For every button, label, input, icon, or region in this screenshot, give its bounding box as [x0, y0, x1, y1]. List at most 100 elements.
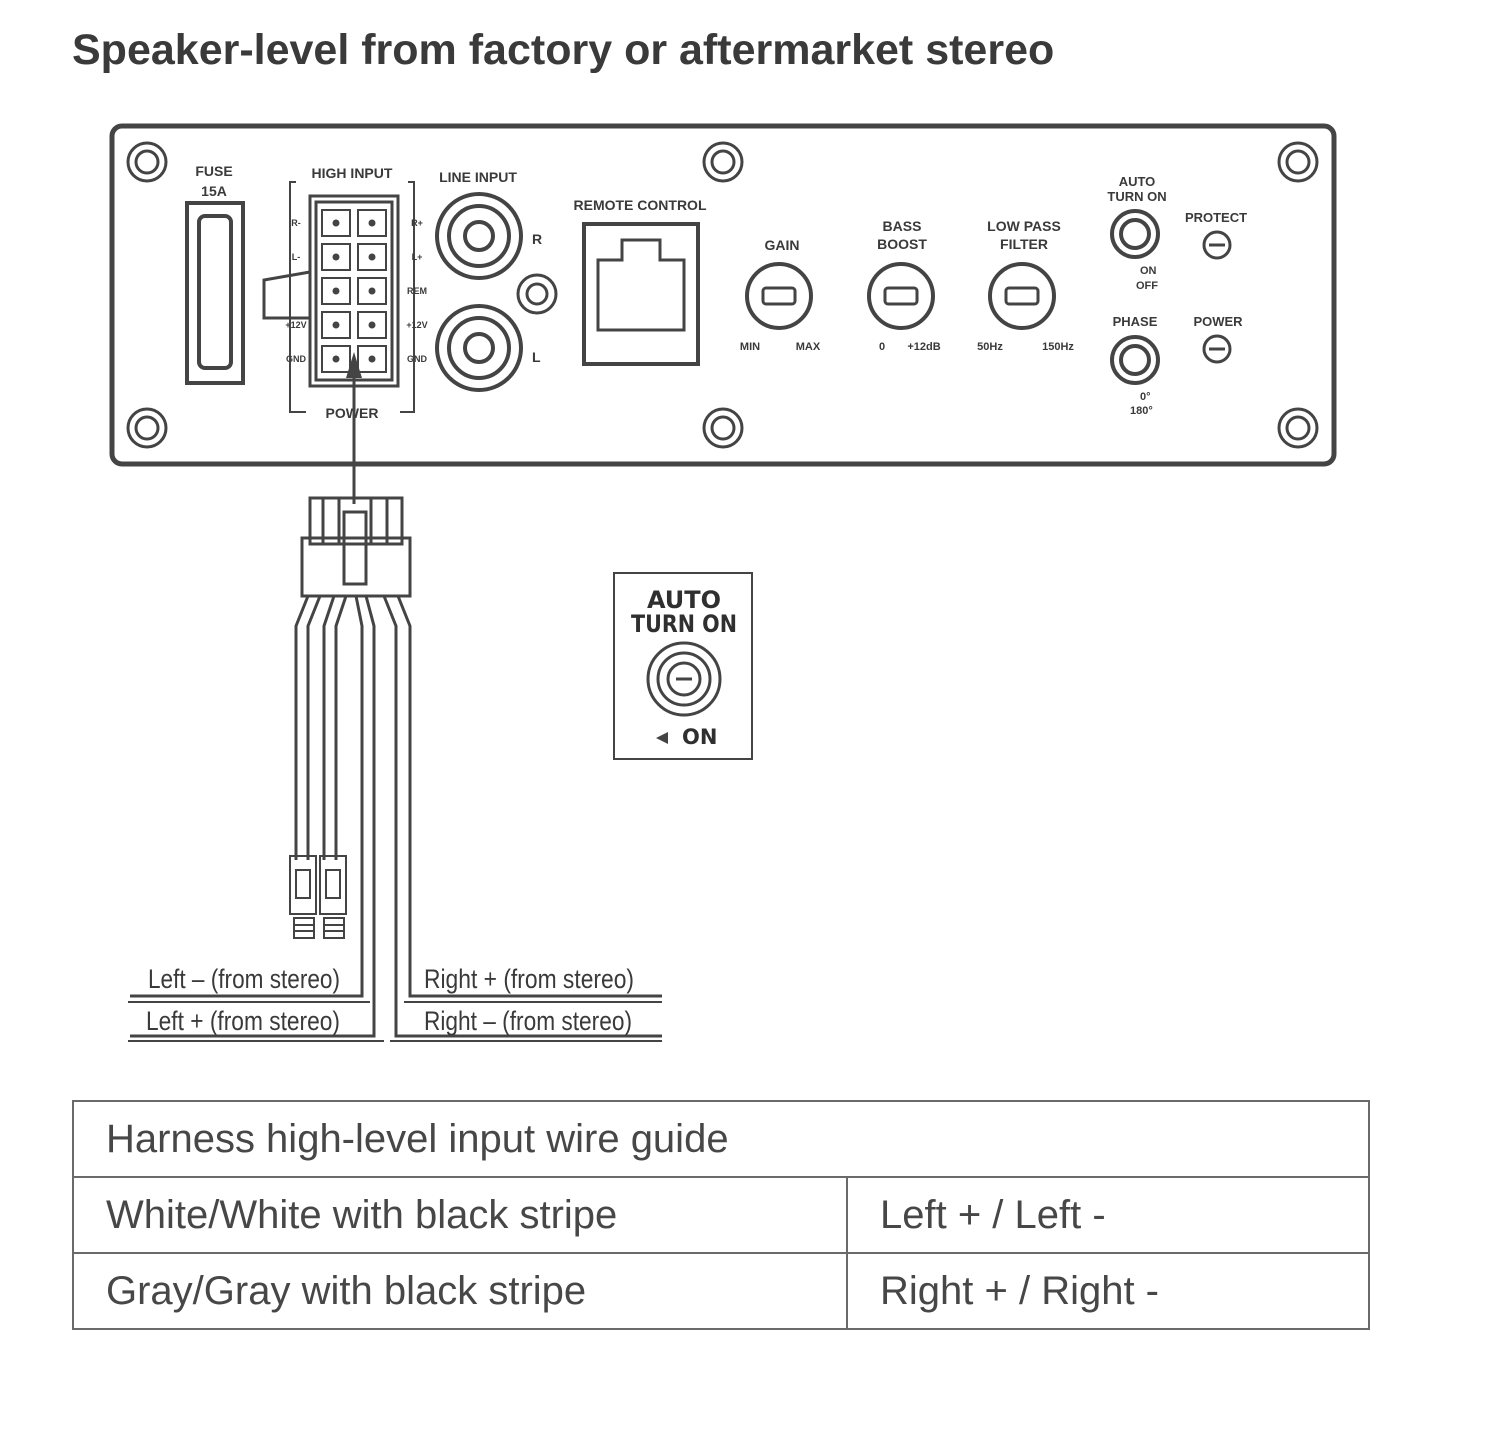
socket-pin-dot [332, 355, 340, 363]
power-label: POWER [326, 405, 379, 421]
socket-pin [357, 345, 387, 373]
lpf-label-2: FILTER [1000, 236, 1048, 252]
pin-label-right: +12V [406, 320, 427, 330]
lpf-max-label: 150Hz [1042, 341, 1074, 353]
socket-pin-dot [368, 287, 376, 295]
spade-terminal-icon [289, 855, 347, 939]
socket-pin-dot [368, 253, 376, 261]
bass-boost-label-1: BASS [883, 218, 922, 234]
wire-label-right-minus: Right – (from stereo) [424, 1006, 632, 1036]
ground-post-icon [516, 273, 558, 315]
rca-jack-right-icon [435, 192, 523, 280]
wire-label-right-plus: Right + (from stereo) [424, 964, 634, 994]
socket-pin [321, 311, 351, 339]
socket-pin [357, 311, 387, 339]
bass-boost-label-2: BOOST [877, 236, 927, 252]
auto-turn-on-switch-icon [1110, 209, 1160, 259]
callout-title-1: AUTO [647, 586, 721, 614]
power-led-label: POWER [1193, 314, 1243, 329]
fuse-label: FUSE [195, 163, 232, 179]
auto-off-label: OFF [1136, 280, 1158, 292]
pin-label-right: GND [407, 354, 428, 364]
remote-control-label: REMOTE CONTROL [574, 197, 707, 213]
protect-label: PROTECT [1185, 210, 1247, 225]
harness-socket-icon [262, 194, 400, 388]
auto-turn-on-callout: AUTO TURN ON ON [613, 572, 753, 760]
bass-min-label: 0 [879, 341, 885, 353]
page-title: Speaker-level from factory or aftermarke… [72, 26, 1055, 74]
harness-wires [128, 595, 662, 1042]
auto-turn-on-label-1: AUTO [1119, 174, 1156, 189]
socket-pin-dot [332, 287, 340, 295]
panel-labels: FUSE 15A HIGH INPUT POWER LINE INPUT R L… [195, 163, 1247, 421]
wire-color-cell: White/White with black stripe [72, 1176, 848, 1254]
auto-turn-on-switch-icon [646, 641, 722, 717]
table-row: Gray/Gray with black stripe Right + / Ri… [72, 1252, 1370, 1330]
line-input-label: LINE INPUT [439, 169, 517, 185]
line-r-label: R [532, 231, 542, 247]
table-header: Harness high-level input wire guide [72, 1100, 1370, 1178]
gain-min-label: MIN [740, 341, 760, 353]
bass-boost-knob-icon [867, 262, 935, 330]
fuse-icon [185, 201, 245, 385]
channel-cell: Right + / Right - [846, 1252, 1370, 1330]
socket-pin [321, 345, 351, 373]
phase-switch-icon [1110, 335, 1160, 385]
socket-pins [321, 209, 387, 373]
table-row: White/White with black stripe Left + / L… [72, 1176, 1370, 1254]
wire-color-cell: Gray/Gray with black stripe [72, 1252, 848, 1330]
gain-max-label: MAX [796, 341, 821, 353]
wire-guide-table: Harness high-level input wire guide Whit… [72, 1100, 1370, 1330]
socket-pin-dot [368, 321, 376, 329]
socket-pin-dot [368, 219, 376, 227]
pin-label-right: L+ [412, 252, 423, 262]
remote-control-jack-icon [582, 222, 700, 366]
pin-label-right: REM [407, 286, 427, 296]
amplifier-diagram: FUSE 15A HIGH INPUT POWER LINE INPUT R L… [109, 123, 1337, 1042]
rca-jack-left-icon [435, 304, 523, 392]
socket-pin-dot [368, 355, 376, 363]
callout-title-2: TURN ON [631, 610, 737, 638]
power-led-icon [1202, 334, 1232, 364]
socket-pin [321, 277, 351, 305]
auto-on-label: ON [1140, 265, 1157, 277]
amplifier-panel [109, 123, 1337, 467]
pin-label-left: R- [291, 218, 301, 228]
channel-cell: Left + / Left - [846, 1176, 1370, 1254]
socket-pin-dot [332, 219, 340, 227]
arrow-up-icon [346, 352, 362, 504]
socket-pin [321, 243, 351, 271]
wire-label-left-plus: Left + (from stereo) [146, 1006, 340, 1036]
fuse-rating: 15A [201, 183, 227, 199]
socket-pin-dot [332, 253, 340, 261]
callout-on-label: ON [682, 725, 717, 749]
pin-label-right: R+ [411, 218, 423, 228]
socket-pin [321, 209, 351, 237]
line-l-label: L [532, 349, 541, 365]
gain-knob-icon [745, 262, 813, 330]
low-pass-filter-knob-icon [988, 262, 1056, 330]
auto-turn-on-label-2: TURN ON [1107, 189, 1166, 204]
lpf-label-1: LOW PASS [987, 218, 1061, 234]
table-header-row: Harness high-level input wire guide [72, 1100, 1370, 1178]
lpf-min-label: 50Hz [977, 341, 1003, 353]
harness-plug-icon [300, 496, 412, 598]
arrow-icon [656, 732, 668, 744]
high-input-bracket [289, 181, 415, 413]
pin-label-left: GND [286, 354, 307, 364]
wire-label-left-minus: Left – (from stereo) [148, 964, 340, 994]
pin-label-left: +12V [285, 320, 306, 330]
socket-pin [357, 277, 387, 305]
phase-180-label: 180° [1130, 405, 1153, 417]
screw-icon [126, 141, 1319, 449]
pin-label-left: L- [292, 252, 301, 262]
pin-labels: R- L- +12V GND R+ L+ REM +12V GND [285, 218, 427, 364]
socket-pin [357, 243, 387, 271]
phase-0-label: 0° [1140, 391, 1151, 403]
phase-label: PHASE [1113, 314, 1158, 329]
gain-label: GAIN [765, 237, 800, 253]
socket-pin-dot [332, 321, 340, 329]
protect-led-icon [1202, 230, 1232, 260]
high-input-label: HIGH INPUT [312, 165, 393, 181]
socket-pin [357, 209, 387, 237]
